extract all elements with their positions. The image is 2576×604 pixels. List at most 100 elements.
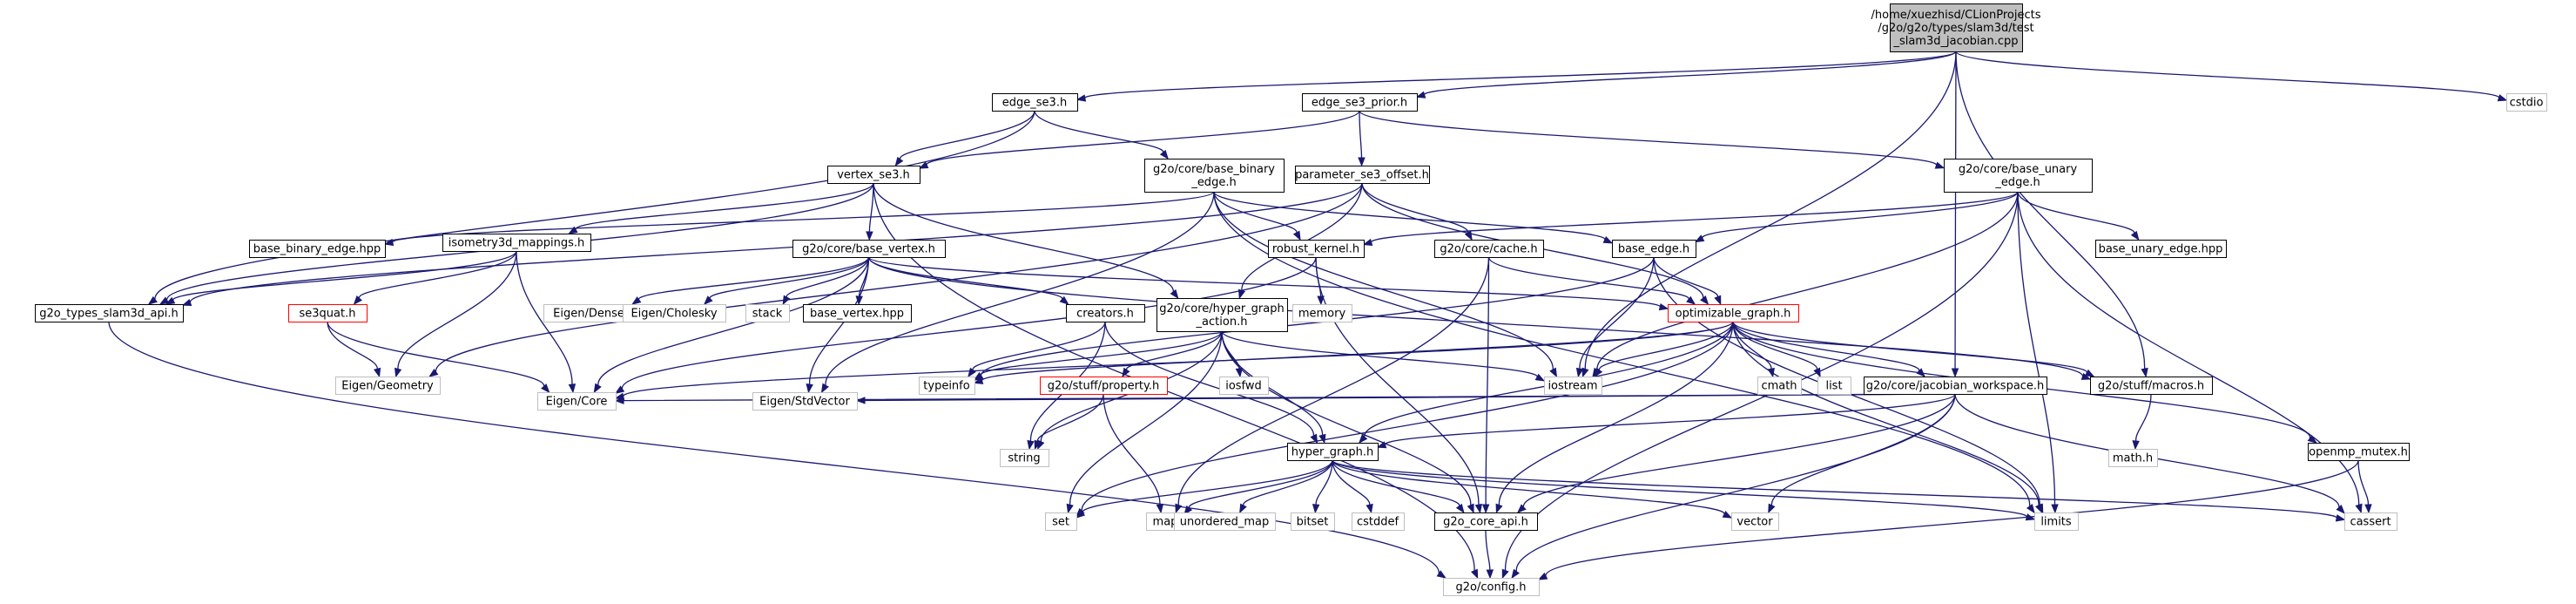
node-root[interactable]: /home/xuezhisd/CLionProjects/g2o/g2o/typ… [1871, 3, 2041, 52]
node-label: cstdio [2510, 97, 2544, 110]
edge-base-edge-to-iostream [1575, 256, 1655, 378]
node-parameter-se3-offset[interactable]: parameter_se3_offset.h [1295, 166, 1430, 184]
node-cmath[interactable]: cmath [1757, 377, 1802, 395]
node-cache-h[interactable]: g2o/core/cache.h [1434, 240, 1544, 258]
edge-parameter-se3-offset-to-types-api [181, 182, 1363, 306]
edge-optimizable-graph-to-limits [1732, 321, 2043, 514]
node-vector[interactable]: vector [1731, 512, 1779, 531]
edge-optimizable-graph-to-cmath [1732, 321, 1775, 378]
node-stack[interactable]: stack [745, 304, 790, 322]
node-label: g2o_core_api.h [1443, 516, 1528, 529]
node-memory[interactable]: memory [1292, 304, 1352, 322]
node-edge-se3[interactable]: edge_se3.h [992, 93, 1078, 112]
edge-property-to-string [1034, 393, 1104, 451]
edge-jacobian-workspace-to-core-api [1516, 393, 1956, 513]
edge-robust-kernel-to-eigen-core [614, 256, 1317, 395]
node-label: limits [2040, 516, 2072, 529]
edge-base-vertex-h-to-base-vertex-hpp [855, 256, 870, 306]
node-label: memory [1298, 308, 1346, 321]
edge-hyper-graph-action-to-property [1122, 330, 1223, 378]
node-eigen-core[interactable]: Eigen/Core [537, 392, 617, 411]
edge-cache-h-to-core-api [1481, 256, 1490, 514]
edge-robust-kernel-to-core-api [1315, 256, 1483, 514]
node-base-vertex-h[interactable]: g2o/core/base_vertex.h [792, 240, 946, 258]
edge-edge-se3-prior-to-base-unary-edge-h [1359, 110, 1945, 169]
node-se3quat[interactable]: se3quat.h [288, 304, 368, 322]
node-label: g2o/stuff/macros.h [2098, 380, 2204, 393]
node-jacobian-workspace[interactable]: g2o/core/jacobian_workspace.h [1864, 377, 2047, 395]
node-cstdio[interactable]: cstdio [2506, 93, 2547, 112]
node-string[interactable]: string [1000, 449, 1049, 467]
node-box [1287, 443, 1379, 461]
node-box [623, 304, 726, 322]
node-box [1295, 166, 1430, 184]
node-label: base_edge.h [1618, 243, 1689, 256]
node-property[interactable]: g2o/stuff/property.h [1040, 377, 1168, 395]
node-set[interactable]: set [1045, 512, 1077, 531]
node-base-unary-edge-h[interactable]: g2o/core/base_unary_edge.h [1944, 159, 2093, 193]
node-box [2506, 93, 2547, 112]
node-unordered-map[interactable]: unordered_map [1174, 512, 1276, 531]
node-iosfwd[interactable]: iosfwd [1219, 377, 1269, 395]
node-core-api[interactable]: g2o_core_api.h [1434, 512, 1538, 531]
node-box [1292, 304, 1352, 322]
node-label: g2o/core/base_binary [1153, 163, 1275, 176]
edge-isometry3d-mappings-to-eigen-geometry [394, 250, 517, 378]
node-label: creators.h [1076, 308, 1134, 321]
node-hyper-graph-action[interactable]: g2o/core/hyper_graph_action.h [1157, 298, 1288, 332]
node-box [752, 392, 858, 411]
edge-hyper-graph-action-to-core-api [1221, 330, 1474, 514]
edge-base-vertex-h-to-eigen-cholesky [703, 256, 870, 305]
edge-root-to-jacobian-workspace [1951, 51, 1959, 378]
node-label: Eigen/Cholesky [631, 308, 717, 321]
node-macros[interactable]: g2o/stuff/macros.h [2090, 377, 2213, 395]
node-hyper-graph[interactable]: hyper_graph.h [1287, 443, 1379, 461]
node-creators[interactable]: creators.h [1066, 304, 1145, 322]
node-box [1817, 377, 1851, 395]
node-base-binary-edge-h[interactable]: g2o/core/base_binary_edge.h [1144, 159, 1285, 193]
node-cstddef[interactable]: cstddef [1352, 512, 1405, 531]
node-isometry3d-mappings[interactable]: isometry3d_mappings.h [442, 234, 591, 252]
node-base-vertex-hpp[interactable]: base_vertex.hpp [803, 304, 912, 322]
node-label: /home/xuezhisd/CLionProjects [1871, 9, 2041, 22]
node-eigen-cholesky[interactable]: Eigen/Cholesky [623, 304, 726, 322]
node-typeinfo[interactable]: typeinfo [919, 377, 975, 395]
edge-hyper-graph-to-core-api [1332, 459, 1465, 514]
node-config[interactable]: g2o/config.h [1443, 578, 1540, 596]
node-label: set [1052, 516, 1069, 529]
edge-optimizable-graph-to-set [1076, 321, 1734, 518]
node-vertex-se3[interactable]: vertex_se3.h [827, 166, 920, 184]
node-cassert[interactable]: cassert [2344, 512, 2397, 531]
node-math-h[interactable]: math.h [2108, 449, 2158, 467]
node-base-unary-edge-hpp[interactable]: base_unary_edge.hpp [2095, 240, 2227, 258]
node-label: Eigen/Core [546, 396, 608, 409]
edge-se3quat-to-eigen-core [327, 321, 550, 394]
node-base-edge[interactable]: base_edge.h [1612, 240, 1696, 258]
node-label: bitset [1297, 516, 1329, 529]
node-base-binary-edge-hpp[interactable]: base_binary_edge.hpp [249, 240, 386, 258]
node-box [1443, 578, 1540, 596]
node-limits[interactable]: limits [2034, 512, 2079, 531]
edge-hyper-graph-to-set [1075, 459, 1333, 519]
node-box [827, 166, 920, 184]
edge-jacobian-workspace-to-hyper-graph [1376, 393, 1956, 449]
node-iostream[interactable]: iostream [1544, 377, 1602, 395]
node-box [1864, 377, 2047, 395]
node-label: Eigen/Geometry [341, 380, 434, 393]
node-openmp-mutex[interactable]: openmp_mutex.h [2308, 443, 2410, 461]
node-optimizable-graph[interactable]: optimizable_graph.h [1668, 304, 1799, 322]
edge-base-unary-edge-h-to-limits [2017, 191, 2059, 514]
node-label: robust_kernel.h [1272, 243, 1359, 256]
node-list[interactable]: list [1817, 377, 1851, 395]
node-edge-se3-prior[interactable]: edge_se3_prior.h [1302, 93, 1418, 112]
node-robust-kernel[interactable]: robust_kernel.h [1268, 240, 1365, 258]
node-label: optimizable_graph.h [1676, 308, 1791, 321]
node-eigen-geometry[interactable]: Eigen/Geometry [335, 377, 441, 395]
node-eigen-stdvector[interactable]: Eigen/StdVector [752, 392, 858, 411]
node-types-api[interactable]: g2o_types_slam3d_api.h [35, 304, 184, 322]
node-box [2095, 240, 2227, 258]
node-bitset[interactable]: bitset [1291, 512, 1335, 531]
edge-base-unary-edge-h-to-base-edge [1694, 191, 2019, 243]
edge-creators-to-hyper-graph [1104, 321, 1318, 445]
node-eigen-dense[interactable]: Eigen/Dense [543, 304, 635, 322]
